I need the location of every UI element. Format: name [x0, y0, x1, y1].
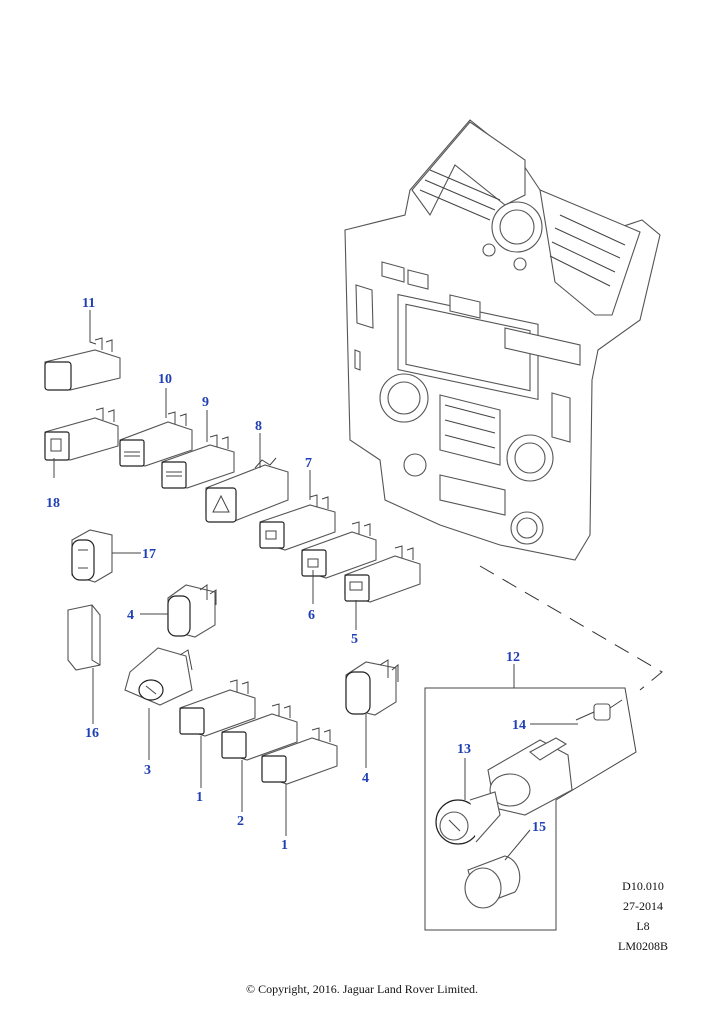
callout-15: 15 — [532, 820, 546, 835]
callout-1-upper: 1 — [196, 790, 203, 805]
switch-11 — [44, 337, 121, 391]
reference-block: D10.010 27-2014 L8 LM0208B — [618, 876, 668, 956]
switch-2 — [221, 703, 298, 761]
callout-6: 6 — [308, 608, 315, 623]
switch-17-rocker — [71, 529, 113, 583]
callout-14: 14 — [512, 718, 526, 733]
switch-9 — [161, 434, 235, 489]
cap-15 — [464, 855, 521, 909]
callout-18: 18 — [46, 496, 60, 511]
callout-13: 13 — [457, 742, 471, 757]
callout-1-lower: 1 — [281, 838, 288, 853]
blank-cover-16 — [67, 604, 101, 671]
callout-17: 17 — [142, 547, 156, 562]
dashboard-fascia — [344, 119, 661, 561]
callout-7: 7 — [305, 456, 312, 471]
bulb-holder-14 — [575, 699, 623, 721]
callout-2: 2 — [237, 814, 244, 829]
switch-10 — [119, 411, 193, 467]
callout-10: 10 — [158, 372, 172, 387]
callout-3: 3 — [144, 763, 151, 778]
switch-5 — [344, 545, 421, 603]
switch-6 — [301, 521, 377, 579]
callout-11: 11 — [82, 296, 95, 311]
callout-16: 16 — [85, 726, 99, 741]
switch-8-hazard — [205, 457, 289, 523]
callout-5: 5 — [351, 632, 358, 647]
callout-9: 9 — [202, 395, 209, 410]
switch-4-rocker-left — [167, 584, 217, 638]
callout-12: 12 — [506, 650, 520, 665]
rotary-switch-3 — [124, 647, 193, 706]
reference-level: L8 — [636, 919, 650, 933]
switch-18 — [44, 407, 119, 461]
lighter-element-13 — [435, 791, 501, 845]
switch-1-lower — [261, 727, 338, 785]
callout-4-right: 4 — [362, 771, 369, 786]
switch-1-upper — [179, 679, 256, 737]
dashed-leader — [479, 565, 663, 691]
reference-date: 27-2014 — [622, 899, 663, 913]
reference-illustration-id: LM0208B — [617, 939, 668, 953]
callouts: 11 10 9 8 7 18 17 6 5 4 16 3 1 2 1 4 12 … — [46, 296, 546, 853]
copyright-footer: © Copyright, 2016. Jaguar Land Rover Lim… — [245, 982, 479, 996]
callout-8: 8 — [255, 419, 262, 434]
callout-4-left: 4 — [127, 608, 134, 623]
reference-code: D10.010 — [622, 879, 664, 893]
leader-lines — [53, 310, 578, 861]
switch-4-rocker-right — [345, 659, 399, 716]
lighter-socket — [487, 737, 573, 816]
cigar-lighter-box — [424, 687, 637, 931]
switch-7 — [259, 494, 336, 551]
